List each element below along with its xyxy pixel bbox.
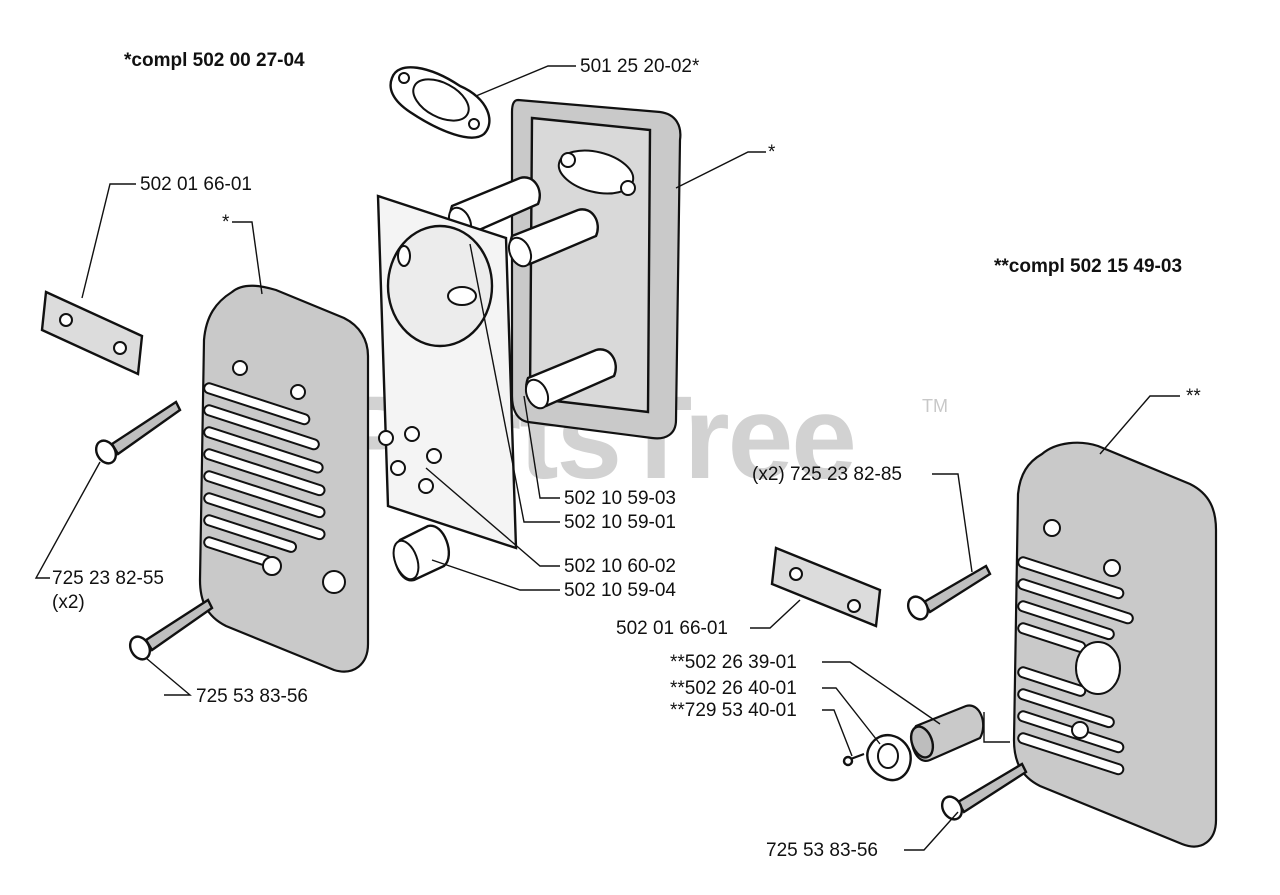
- callout-screw-right-lower[interactable]: 725 53 83-56: [766, 840, 878, 861]
- callout-screw-left-lower[interactable]: 725 53 83-56: [196, 686, 308, 707]
- screen-cover-part[interactable]: [866, 733, 912, 782]
- muffler-body-part[interactable]: [510, 98, 682, 440]
- watermark-trademark: TM: [922, 396, 948, 416]
- screw-left-lower-part[interactable]: [126, 598, 214, 663]
- callout-tube-b[interactable]: 502 10 59-01: [564, 512, 676, 533]
- callout-screw-left-upper[interactable]: 725 23 82-55: [52, 568, 164, 589]
- cover-screw-part[interactable]: [842, 752, 865, 767]
- callout-muffler-right[interactable]: **: [1186, 386, 1201, 407]
- callout-cover-left[interactable]: *: [222, 212, 230, 233]
- screw-right-upper-part[interactable]: [904, 564, 992, 623]
- callout-screen-cover[interactable]: **502 26 40-01: [670, 678, 797, 699]
- baffle-plate-part[interactable]: [376, 194, 518, 550]
- callout-baffle-plate[interactable]: 502 10 60-02: [564, 556, 676, 577]
- callout-screw-right-upper[interactable]: (x2) 725 23 82-85: [752, 464, 902, 485]
- muffler-right-part[interactable]: [1012, 441, 1218, 848]
- callout-muffler-body[interactable]: *: [768, 142, 776, 163]
- assembly-label-right: **compl 502 15 49-03: [994, 256, 1182, 277]
- callout-tube-c[interactable]: 502 10 59-04: [564, 580, 676, 601]
- assembly-label-left: *compl 502 00 27-04: [124, 50, 305, 71]
- callout-cover-screw[interactable]: **729 53 40-01: [670, 700, 797, 721]
- callout-tube-a[interactable]: 502 10 59-03: [564, 488, 676, 509]
- callout-spark-screen[interactable]: **502 26 39-01: [670, 652, 797, 673]
- screw-right-lower-part[interactable]: [938, 762, 1028, 823]
- spark-screen-part[interactable]: [907, 704, 985, 762]
- plate-left-part[interactable]: [40, 290, 144, 376]
- gasket-part[interactable]: [389, 66, 491, 139]
- callout-plate-left[interactable]: 502 01 66-01: [140, 174, 252, 195]
- callout-gasket[interactable]: 501 25 20-02*: [580, 56, 700, 77]
- tube-c-part[interactable]: [522, 348, 617, 411]
- callout-plate-right[interactable]: 502 01 66-01: [616, 618, 728, 639]
- callout-screw-left-upper-qty: (x2): [52, 592, 85, 613]
- screw-left-upper-part[interactable]: [92, 400, 182, 467]
- tube-b-part[interactable]: [505, 208, 599, 269]
- cover-left-part[interactable]: [198, 284, 370, 673]
- plate-right-part[interactable]: [770, 546, 882, 628]
- sleeve-part[interactable]: [389, 524, 450, 583]
- leader-lines: [34, 65, 1180, 851]
